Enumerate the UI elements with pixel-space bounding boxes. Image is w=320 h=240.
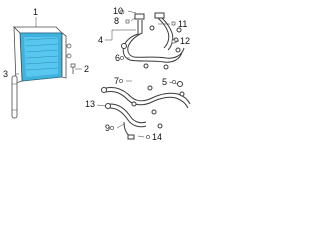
condenser-assembly bbox=[13, 25, 72, 84]
leader-lines bbox=[16, 10, 179, 138]
callout-14: 14 bbox=[152, 132, 163, 142]
callout-2: 2 bbox=[84, 64, 90, 74]
hardware-glyphs bbox=[110, 9, 176, 139]
callout-1: 1 bbox=[33, 7, 39, 17]
callout-9: 9 bbox=[105, 123, 111, 133]
callout-5: 5 bbox=[162, 77, 168, 87]
parts-diagram: 1 2 3 4 5 6 7 8 9 10 11 12 13 14 bbox=[0, 0, 200, 147]
callout-6: 6 bbox=[115, 53, 121, 63]
lower-line-assembly bbox=[101, 81, 191, 140]
receiver-drier bbox=[11, 75, 18, 119]
callout-8: 8 bbox=[114, 16, 120, 26]
callout-12: 12 bbox=[180, 36, 191, 46]
upper-line-assembly bbox=[121, 12, 185, 70]
callout-11: 11 bbox=[178, 19, 188, 29]
callout-4: 4 bbox=[98, 35, 104, 45]
callout-7: 7 bbox=[114, 76, 120, 86]
callout-3: 3 bbox=[3, 69, 9, 79]
callout-10: 10 bbox=[113, 6, 124, 16]
bolt-part bbox=[70, 63, 76, 74]
diagram-artwork bbox=[11, 9, 191, 140]
callout-13: 13 bbox=[85, 99, 96, 109]
